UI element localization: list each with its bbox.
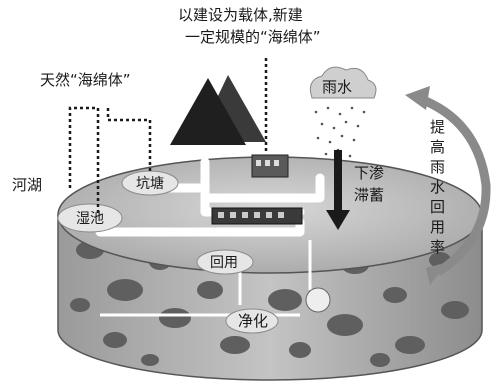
cycle-arrow [405,86,491,285]
side-vertical-label: 提 高 雨 水 回 用 率 [430,118,445,256]
label-new-sponge-line2: 一定规模的“海绵体” [185,28,321,46]
soil-pebbles [70,241,469,367]
side-char: 水 [430,178,445,196]
leader-lines [68,58,268,215]
side-char: 雨 [430,158,445,176]
label-bubbles [57,170,279,334]
cylinder [57,156,483,381]
label-reuse: 回用 [210,255,238,271]
label-natural-sponge: 天然“海绵体” [40,71,131,89]
rain-cloud [309,66,377,99]
side-char: 高 [430,138,445,156]
mountains [170,75,266,145]
side-char: 提 [430,118,445,136]
label-pond: 坑塘 [136,176,164,192]
label-river-lake: 河湖 [12,176,42,194]
side-char: 回 [430,198,445,216]
label-purify: 净化 [238,312,268,330]
label-infiltrate: 下渗 [354,164,384,182]
side-char: 率 [430,238,445,256]
label-retain: 滞蓄 [354,186,384,204]
infiltration-arrow [326,150,350,230]
rain-drops [314,106,366,158]
side-char: 用 [430,218,445,236]
label-wetland: 湿池 [76,211,104,227]
label-new-sponge-line1: 以建设为载体,新建 [178,6,303,24]
purification-tank [305,287,331,313]
label-rain: 雨水 [322,78,352,96]
buildings [211,154,303,225]
